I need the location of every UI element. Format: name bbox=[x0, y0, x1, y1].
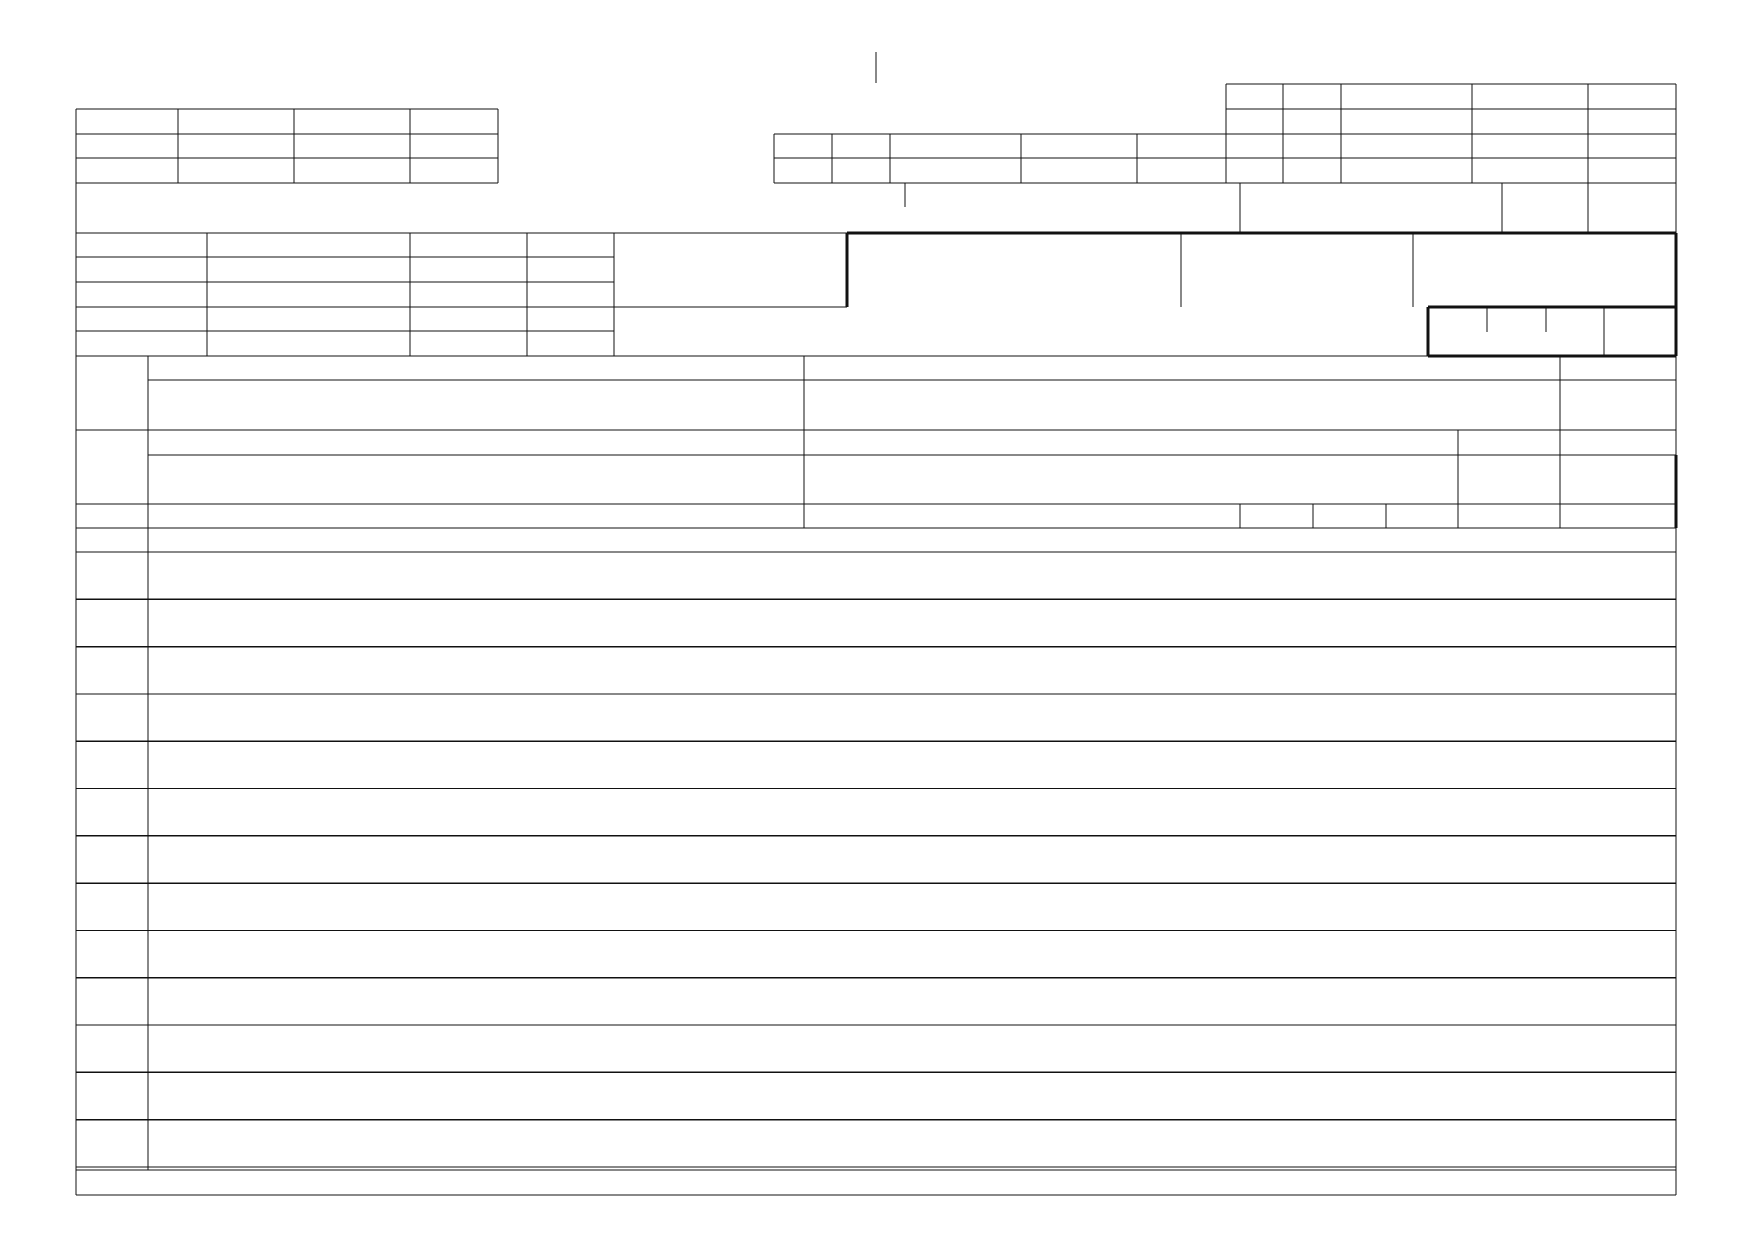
blank-form-page bbox=[75, 52, 1678, 1196]
form-grid bbox=[75, 52, 1678, 1196]
